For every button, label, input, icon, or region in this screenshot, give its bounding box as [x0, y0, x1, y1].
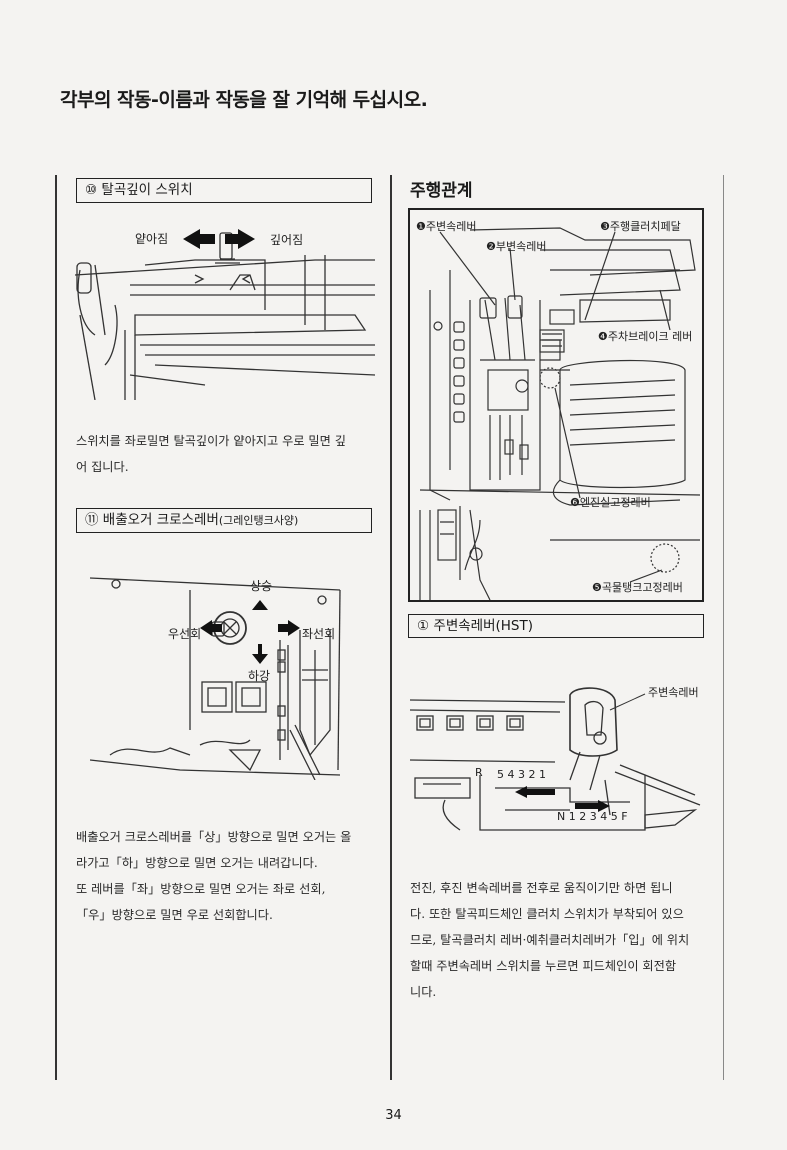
- section-10-description: 스위치를 좌로밀면 탈곡깊이가 얕아지고 우로 밀면 깊 어 집니다.: [76, 428, 376, 480]
- section-11-line-4: 「우」방향으로 밀면 우로 선회합니다.: [76, 908, 273, 922]
- section-11-line-1: 배출오거 크로스레버를「상」방향으로 밀면 오거는 올: [76, 830, 352, 844]
- section-11-description: 배출오거 크로스레버를「상」방향으로 밀면 오거는 올 라가고「하」방향으로 밀…: [76, 824, 376, 928]
- callout-grain-tank-lock-lever: ❺곡물탱크고정레버: [592, 581, 683, 594]
- subsection-1-line-5: 니다.: [410, 985, 437, 999]
- section-11-heading-note: (그레인탱크사양): [218, 514, 299, 527]
- section-10-heading-text: ⑩ 탈곡깊이 스위치: [85, 182, 193, 198]
- subsection-1-line-3: 므로, 탈곡클러치 레버·예취클러치레버가「입」에 위치: [410, 933, 690, 947]
- label-shallow: 얕아짐: [135, 232, 168, 246]
- gear-reverse-numbers: 5 4 3 2 1: [497, 768, 546, 781]
- threshing-depth-switch-illustration: 얕아짐 깊어짐: [75, 229, 375, 400]
- subsection-1-description: 전진, 후진 변속레버를 전후로 움직이기만 하면 됩니 다. 또한 탈곡피드체…: [410, 875, 710, 1005]
- center-column-rule: [390, 175, 392, 1080]
- callout-sub-shift-lever: ❷부변속레버: [486, 240, 546, 253]
- gear-forward-numbers: N 1 2 3 4 5 F: [557, 810, 628, 823]
- label-left-turn: 좌선회: [302, 627, 335, 641]
- cab-controls-illustration-frame: ❶주변속레버 ❷부변속레버 ❸주행클러치페달 ❹주차브레이크 레버 ❻엔진실고정…: [408, 208, 704, 602]
- section-11-heading-text: ⑪ 배출오거 크로스레버: [85, 512, 219, 528]
- subsection-1-heading: ① 주변속레버(HST): [408, 614, 704, 638]
- cab-controls-illustration: ❶주변속레버 ❷부변속레버 ❸주행클러치페달 ❹주차브레이크 레버 ❻엔진실고정…: [416, 220, 701, 600]
- section-11-line-3: 또 레버를「좌」방향으로 밀면 오거는 좌로 선회,: [76, 882, 326, 896]
- page-number: 34: [385, 1108, 402, 1123]
- label-right-turn: 우선회: [168, 627, 201, 641]
- subsection-1-line-4: 할때 주변속레버 스위치를 누르면 피드체인이 회전함: [410, 959, 677, 973]
- driving-section-title: 주행관계: [410, 181, 473, 201]
- section-10-line-1: 스위치를 좌로밀면 탈곡깊이가 얕아지고 우로 밀면 깊: [76, 434, 346, 448]
- page-header-title: 각부의 작동-이름과 작동을 잘 기억해 두십시오.: [60, 89, 428, 111]
- label-up: 상승: [250, 579, 272, 593]
- label-down: 하강: [248, 669, 270, 683]
- right-column-rule: [723, 175, 724, 1080]
- auger-cross-lever-illustration: 상승 하강 우선회 좌선회: [90, 577, 341, 780]
- main-shift-lever-illustration: 주변속레버 R 5 4 3 2 1 N 1 2 3 4 5 F: [409, 686, 701, 831]
- gear-reverse-mark: R: [475, 766, 483, 779]
- callout-parking-brake-lever: ❹주차브레이크 레버: [598, 330, 692, 343]
- subsection-1-line-1: 전진, 후진 변속레버를 전후로 움직이기만 하면 됩니: [410, 881, 673, 895]
- section-10-line-2: 어 집니다.: [76, 460, 129, 474]
- section-11-heading: ⑪ 배출오거 크로스레버(그레인탱크사양): [76, 508, 372, 533]
- subsection-1-line-2: 다. 또한 탈곡피드체인 클러치 스위치가 부착되어 있으: [410, 907, 684, 921]
- section-10-heading: ⑩ 탈곡깊이 스위치: [76, 178, 372, 203]
- label-deep: 깊어짐: [270, 233, 303, 247]
- left-column-rule: [55, 175, 57, 1080]
- label-main-shift-lever: 주변속레버: [648, 686, 699, 699]
- callout-engine-room-lock-lever: ❻엔진실고정레버: [570, 496, 651, 509]
- callout-main-shift-lever: ❶주변속레버: [416, 220, 476, 233]
- subsection-1-heading-text: ① 주변속레버(HST): [417, 618, 533, 634]
- section-11-line-2: 라가고「하」방향으로 밀면 오거는 내려갑니다.: [76, 856, 318, 870]
- callout-travel-clutch-pedal: ❸주행클러치페달: [600, 220, 681, 233]
